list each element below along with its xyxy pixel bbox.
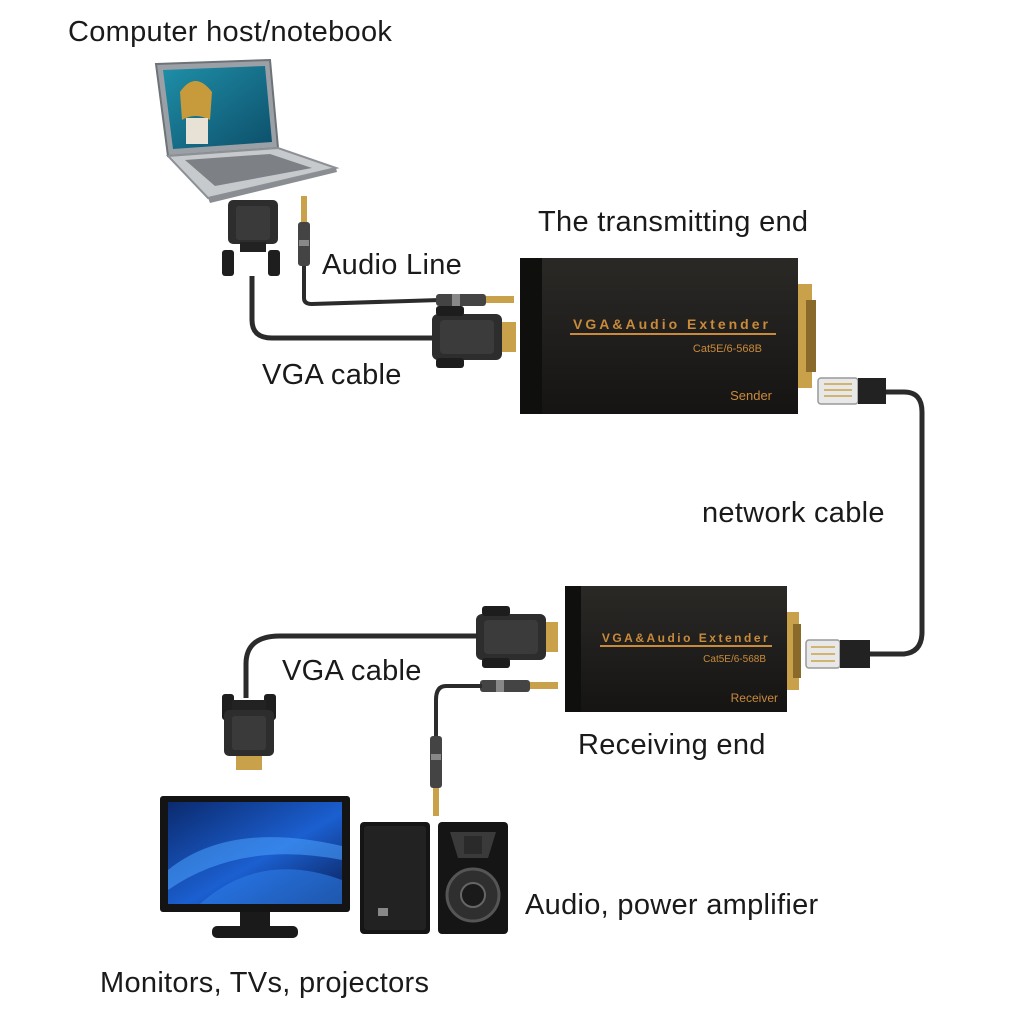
label-network-cable: network cable <box>702 497 885 529</box>
label-vga-cable-bottom: VGA cable <box>282 655 422 687</box>
audio-jack-icon <box>436 294 514 306</box>
receiver-box: VGA&Audio Extender Cat5E/6-568B Receiver <box>565 586 801 712</box>
vga-connector-icon <box>476 606 558 668</box>
network-cable <box>870 389 925 657</box>
speaker-icon <box>360 822 430 934</box>
vga-plug-icon <box>222 694 276 770</box>
vga-plug-icon <box>222 200 280 276</box>
label-computer-host: Computer host/notebook <box>68 16 393 48</box>
rj45-plug-icon <box>817 377 886 405</box>
receiver-title: VGA&Audio Extender <box>602 631 770 645</box>
audio-cable <box>302 266 441 307</box>
vga-cable-top <box>249 276 435 341</box>
receiver-spec: Cat5E/6-568B <box>703 654 766 665</box>
monitor-icon <box>160 796 350 938</box>
vga-cable-bottom <box>243 633 478 698</box>
speaker-icon <box>438 822 508 934</box>
receiver-role: Receiver <box>731 691 778 705</box>
sender-spec: Cat5E/6-568B <box>693 343 762 355</box>
label-monitors: Monitors, TVs, projectors <box>100 967 430 999</box>
label-audio-amplifier: Audio, power amplifier <box>525 889 819 921</box>
label-transmitting-end: The transmitting end <box>538 206 809 238</box>
sender-role: Sender <box>730 388 773 403</box>
label-audio-line: Audio Line <box>322 249 463 281</box>
audio-jack-icon <box>298 196 310 266</box>
audio-cable <box>434 684 482 740</box>
label-receiving-end: Receiving end <box>578 729 766 761</box>
laptop-icon <box>154 58 340 203</box>
audio-jack-icon <box>480 680 558 692</box>
sender-box: VGA&Audio Extender Cat5E/6-568B Sender <box>520 258 816 414</box>
rj45-plug-icon <box>805 639 870 669</box>
vga-connector-icon <box>432 306 516 368</box>
sender-title: VGA&Audio Extender <box>573 316 771 332</box>
audio-jack-icon <box>430 736 442 816</box>
label-vga-cable-top: VGA cable <box>262 359 402 391</box>
